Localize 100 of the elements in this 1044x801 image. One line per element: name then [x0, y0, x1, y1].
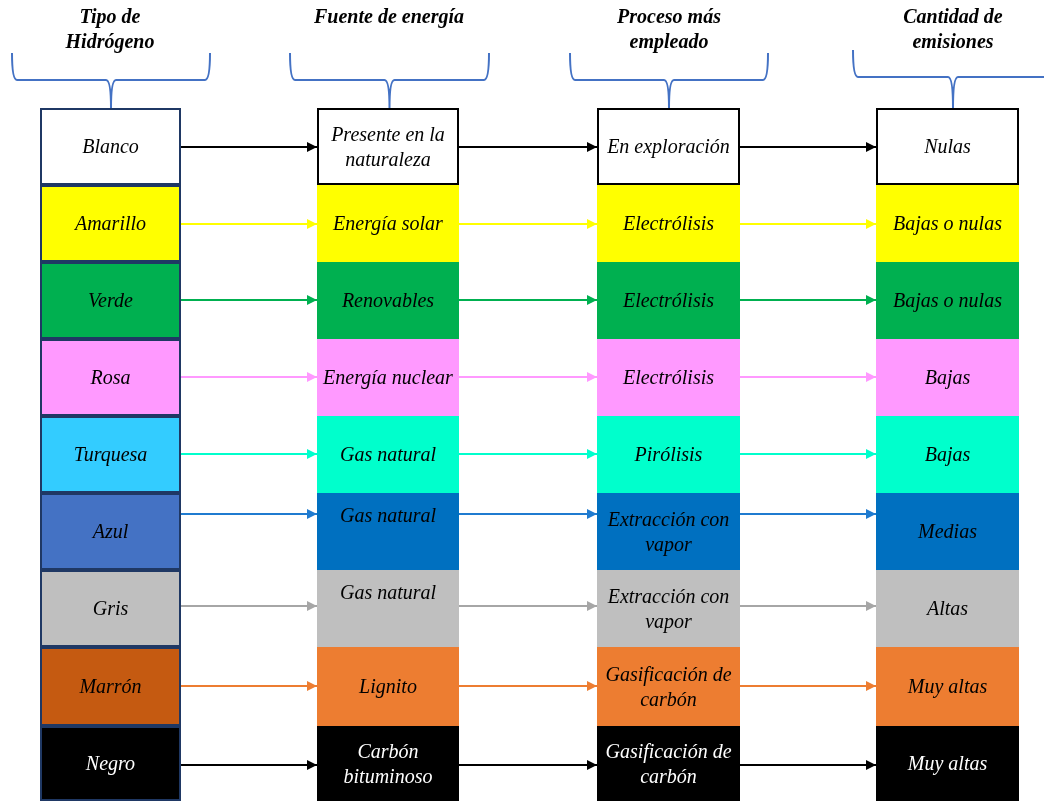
box-label: Energía solar — [333, 211, 443, 236]
arrow — [458, 142, 598, 152]
box-label: Bajas — [924, 442, 971, 467]
box-label: Negro — [85, 751, 136, 776]
arrow — [739, 372, 877, 382]
column-heading: Proceso más empleado — [616, 4, 722, 54]
box-label: Gasificación de carbón — [604, 738, 733, 789]
box-label: Marrón — [79, 674, 142, 699]
arrow — [458, 449, 598, 459]
category-box — [597, 726, 740, 801]
box-label: Bajas o nulas — [893, 211, 1002, 236]
arrow — [458, 760, 598, 770]
arrow — [739, 509, 877, 519]
box-label: Extracción con vapor — [606, 583, 731, 634]
arrow — [458, 372, 598, 382]
box-label: Electrólisis — [622, 288, 715, 313]
box-label: Gasificación de carbón — [604, 661, 733, 712]
category-box — [876, 262, 1019, 339]
hydrogen-type-box — [40, 108, 181, 185]
category-box — [597, 416, 740, 493]
category-box — [317, 493, 459, 570]
box-label: Muy altas — [907, 751, 988, 776]
box-label: Electrólisis — [622, 365, 715, 390]
arrow — [180, 372, 318, 382]
box-label: Bajas o nulas — [893, 288, 1002, 313]
box-label: Gris — [92, 596, 129, 621]
category-box — [317, 262, 459, 339]
hydrogen-type-box — [40, 570, 181, 647]
box-label: Pirólisis — [634, 442, 703, 467]
category-box — [597, 262, 740, 339]
hydrogen-type-box — [40, 262, 181, 339]
arrow — [180, 601, 318, 611]
column-heading: Cantidad de emisiones — [902, 4, 1004, 54]
arrow — [180, 760, 318, 770]
box-label: En exploración — [607, 134, 730, 159]
category-box — [876, 185, 1019, 262]
hydrogen-type-box — [40, 726, 181, 801]
category-box — [876, 416, 1019, 493]
box-label: Medias — [918, 519, 977, 544]
arrow — [458, 219, 598, 229]
arrow — [180, 219, 318, 229]
arrow — [739, 449, 877, 459]
box-label: Amarillo — [74, 211, 147, 236]
hydrogen-type-box — [40, 493, 181, 570]
box-label: Blanco — [82, 134, 139, 159]
arrow — [180, 681, 318, 691]
category-box — [597, 493, 740, 570]
box-label: Carbón bituminoso — [342, 738, 434, 789]
category-box — [876, 726, 1019, 801]
arrow — [458, 601, 598, 611]
category-box — [876, 493, 1019, 570]
box-label: Nulas — [924, 134, 971, 159]
arrow — [180, 142, 318, 152]
box-label: Renovables — [341, 288, 435, 313]
category-box — [876, 108, 1019, 185]
box-label: Gas natural — [339, 580, 437, 605]
arrow — [739, 219, 877, 229]
box-label: Muy altas — [907, 674, 988, 699]
category-box — [597, 339, 740, 416]
category-box — [317, 647, 459, 726]
category-box — [876, 647, 1019, 726]
hydrogen-type-box — [40, 647, 181, 726]
hydrogen-type-box — [40, 416, 181, 493]
box-label: Extracción con vapor — [606, 506, 731, 557]
category-box — [317, 570, 459, 647]
arrow — [458, 681, 598, 691]
box-label: Azul — [92, 519, 129, 544]
arrow — [739, 601, 877, 611]
arrow — [739, 142, 877, 152]
box-label: Rosa — [90, 365, 131, 390]
box-label: Altas — [926, 596, 969, 621]
category-box — [317, 185, 459, 262]
category-box — [597, 185, 740, 262]
hydrogen-type-box — [40, 185, 181, 262]
arrow — [739, 760, 877, 770]
arrow — [458, 295, 598, 305]
box-label: Turquesa — [73, 442, 148, 467]
arrow — [180, 509, 318, 519]
category-box — [317, 726, 459, 801]
box-label: Electrólisis — [622, 211, 715, 236]
category-box — [317, 339, 459, 416]
category-box — [597, 570, 740, 647]
column-heading: Fuente de energía — [314, 4, 464, 29]
box-label: Gas natural — [339, 503, 437, 528]
category-box — [597, 647, 740, 726]
arrow — [739, 681, 877, 691]
box-label: Presente en la naturaleza — [330, 121, 446, 172]
hydrogen-type-box — [40, 339, 181, 416]
column-heading: Tipo de Hidrógeno — [64, 4, 156, 54]
category-box — [876, 570, 1019, 647]
category-box — [597, 108, 740, 185]
box-label: Energía nuclear — [323, 365, 453, 390]
box-label: Lignito — [359, 674, 417, 699]
box-label: Verde — [88, 288, 133, 313]
box-label: Bajas — [924, 365, 971, 390]
category-box — [876, 339, 1019, 416]
category-box — [317, 108, 459, 185]
category-box — [317, 416, 459, 493]
arrow — [739, 295, 877, 305]
arrow — [180, 295, 318, 305]
